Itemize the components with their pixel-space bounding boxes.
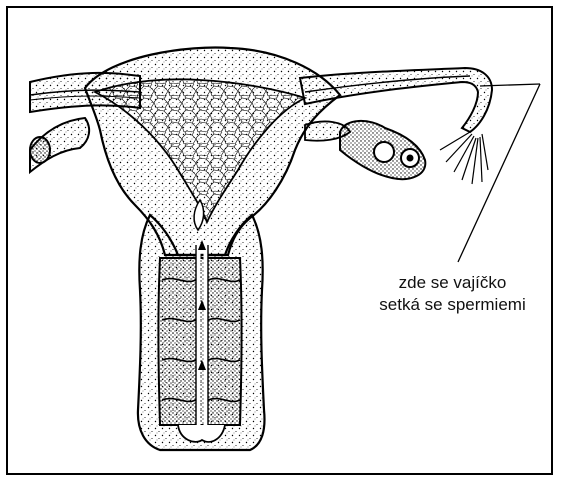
left-ovary [30, 118, 89, 172]
annotation-line-1: zde se vajíčko [360, 272, 545, 294]
right-ovary [305, 121, 425, 179]
annotation-line-2: setká se spermiemi [360, 294, 545, 316]
annotation-leader [458, 84, 540, 262]
annotation-label: zde se vajíčko setká se spermiemi [360, 272, 545, 316]
